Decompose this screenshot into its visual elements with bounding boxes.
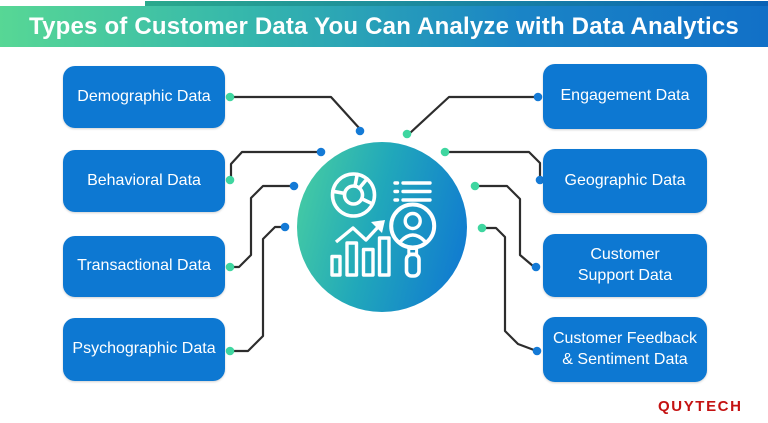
box-label: Transactional Data (77, 257, 211, 275)
connector-customer-support (477, 184, 534, 267)
green-endpoint-dots (225, 92, 487, 356)
box-label: Customer Feedback & Sentiment Data (552, 329, 698, 368)
connector-engagement (409, 95, 537, 134)
donut-chart-icon (330, 172, 377, 218)
box-label: Geographic Data (564, 171, 686, 189)
box-label: Behavioral Data (87, 171, 201, 189)
title-banner: Types of Customer Data You Can Analyze w… (0, 6, 768, 47)
bar-chart-growth-arrow-icon (330, 220, 391, 277)
blue-endpoint-dots (280, 92, 545, 356)
connector-geographic (447, 150, 542, 177)
box-label: Engagement Data (560, 87, 690, 105)
analytics-icons (330, 172, 437, 278)
box-transactional-data: Transactional Data (63, 236, 225, 297)
box-behavioral-data: Behavioral Data (63, 150, 225, 212)
box-label: Demographic Data (77, 87, 211, 105)
box-engagement-data: Engagement Data (543, 64, 707, 129)
connector-demographic (231, 95, 361, 130)
banner-top-shadow (145, 1, 768, 9)
connector-behavioral (229, 150, 318, 179)
quytech-logo: QUYTECH (658, 398, 743, 415)
bullet-list-icon (393, 181, 432, 202)
user-magnifier-icon (389, 202, 437, 278)
page-title: Types of Customer Data You Can Analyze w… (29, 12, 739, 40)
center-graphic (297, 142, 467, 312)
box-customer-support-data: Customer Support Data (543, 234, 707, 297)
box-demographic-data: Demographic Data (63, 66, 225, 128)
connector-customer-feedback (484, 226, 535, 352)
box-label: Customer Support Data (577, 245, 673, 284)
connector-psychographic (232, 225, 282, 353)
connector-transactional (232, 184, 291, 269)
box-customer-feedback-sentiment-data: Customer Feedback & Sentiment Data (543, 317, 707, 382)
box-psychographic-data: Psychographic Data (63, 318, 225, 381)
box-geographic-data: Geographic Data (543, 149, 707, 213)
box-label: Psychographic Data (72, 340, 216, 358)
